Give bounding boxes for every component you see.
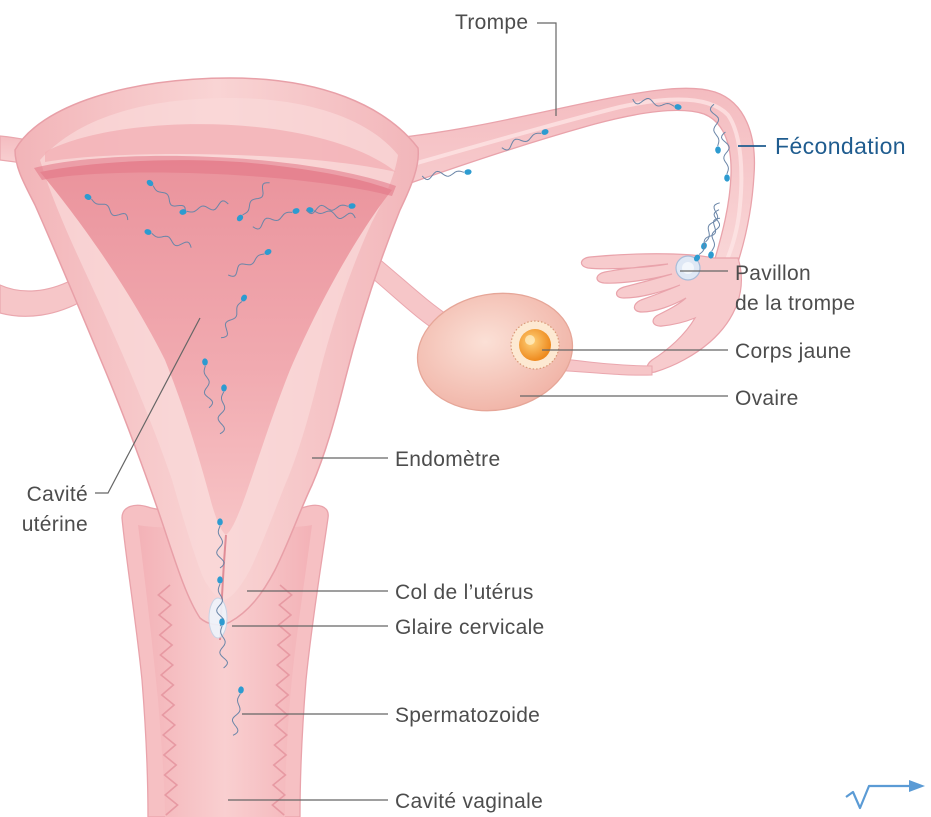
label-pavillon-line1: Pavillon bbox=[735, 262, 811, 285]
label-ovaire: Ovaire bbox=[735, 387, 799, 410]
label-cavite-vaginale: Cavité vaginale bbox=[395, 790, 543, 813]
sperm-head bbox=[464, 169, 472, 175]
label-fecondation: Fécondation bbox=[775, 133, 906, 159]
sperm-tail bbox=[699, 218, 720, 254]
label-cavite-uterine-line2: utérine bbox=[22, 513, 88, 536]
sperm-head bbox=[217, 576, 223, 583]
label-corps-jaune: Corps jaune bbox=[735, 340, 852, 363]
sperm-head bbox=[217, 518, 223, 525]
label-glaire: Glaire cervicale bbox=[395, 616, 545, 639]
checkmark-arrow-icon bbox=[846, 780, 925, 808]
label-trompe: Trompe bbox=[455, 11, 528, 34]
sperm-head bbox=[715, 146, 721, 154]
corpus-luteum bbox=[511, 321, 559, 369]
label-endometre: Endomètre bbox=[395, 448, 500, 471]
sperm bbox=[700, 203, 720, 251]
label-cavite-uterine-line1: Cavité bbox=[27, 483, 88, 506]
fallopian-tube bbox=[395, 88, 754, 262]
cervical-mucus bbox=[209, 598, 227, 638]
label-spermatozoide: Spermatozoide bbox=[395, 704, 540, 727]
label-pavillon-line2: de la trompe bbox=[735, 292, 855, 315]
leader-trompe bbox=[537, 23, 556, 116]
label-col: Col de l’utérus bbox=[395, 581, 534, 604]
sperm-head bbox=[724, 174, 730, 181]
